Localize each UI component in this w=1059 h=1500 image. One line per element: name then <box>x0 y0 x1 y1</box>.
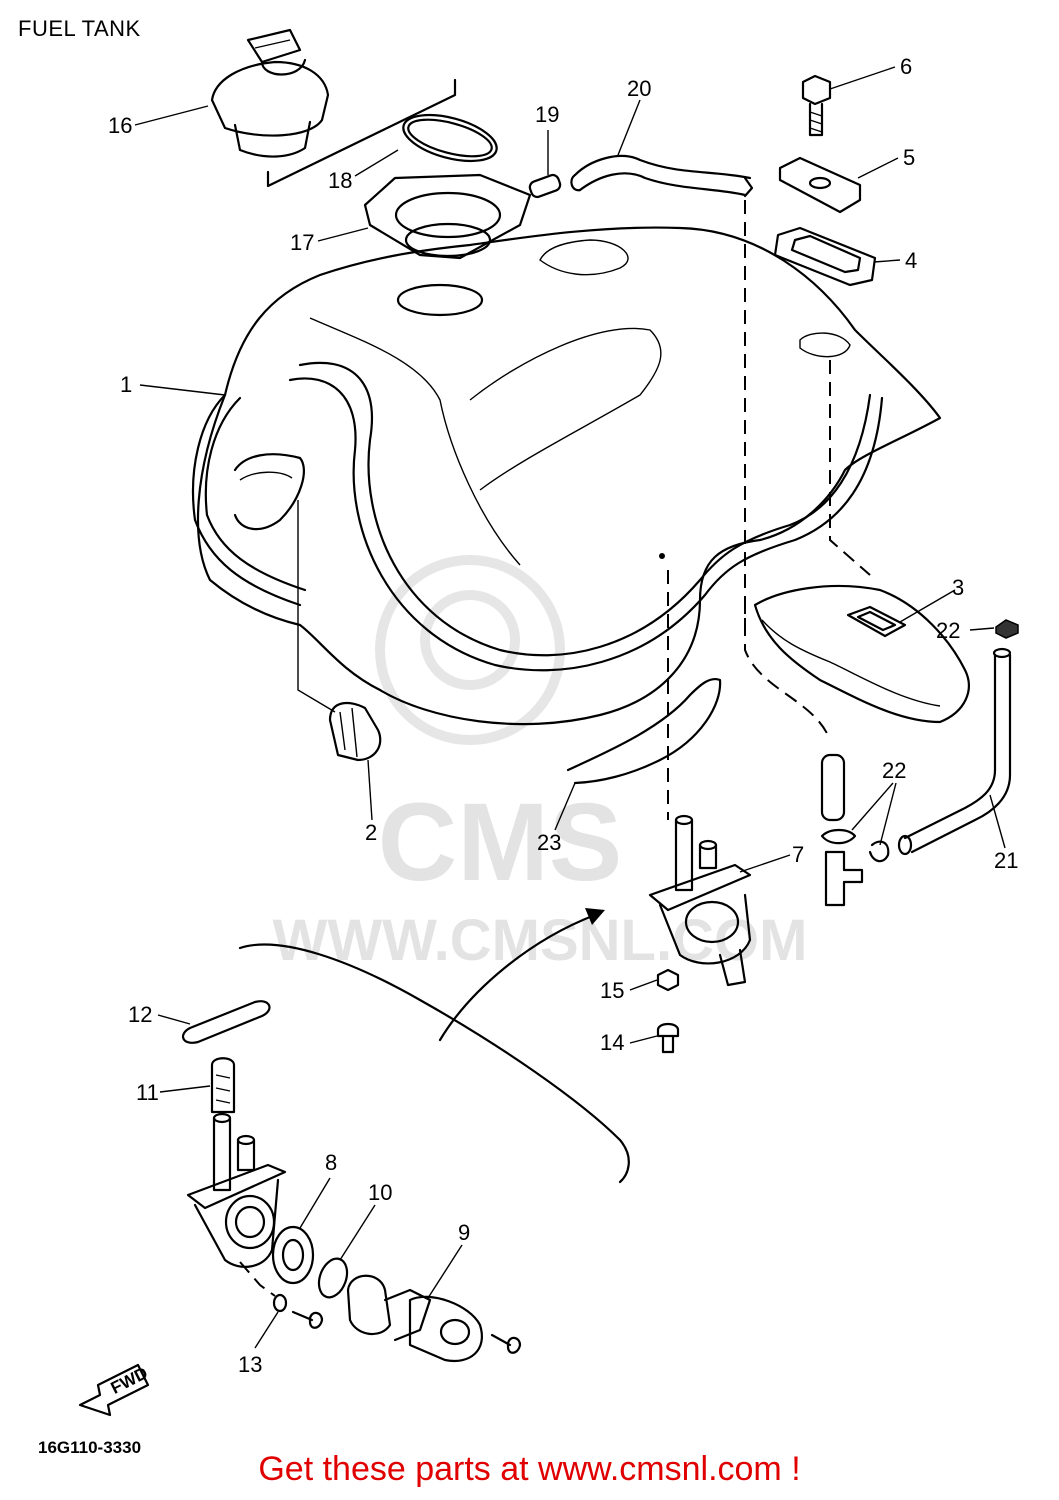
cap-assembly-bracket <box>266 78 457 188</box>
page-title: FUEL TANK <box>18 16 141 41</box>
part-2-damper <box>328 701 382 762</box>
part-7-fuel-cock <box>648 814 752 987</box>
watermark-logo-ring <box>375 555 565 745</box>
callout-19: 19 <box>535 102 559 127</box>
leader-lines <box>134 66 1006 1349</box>
callout-8: 8 <box>325 1150 337 1175</box>
part-16-fuel-cap <box>210 28 330 158</box>
part-6-bolt <box>801 74 832 137</box>
tank-filler-neck <box>396 283 484 317</box>
part-screw-left <box>291 1310 324 1329</box>
watermark-logo-text: CMS <box>378 781 622 904</box>
watermark: CMS WWW.CMSNL.COM <box>273 555 808 973</box>
callout-2: 2 <box>365 820 377 845</box>
detail-pointer-arrow <box>438 913 597 1042</box>
callout-10: 10 <box>368 1180 392 1205</box>
callout-6: 6 <box>900 54 912 79</box>
callout-15: 15 <box>600 978 624 1003</box>
diagram-code: 16G110-3330 <box>38 1438 141 1457</box>
assembly-line-bolt <box>829 360 871 576</box>
part-18-o-ring-inner <box>407 118 493 158</box>
part-23-seal-strip <box>566 677 722 785</box>
part-12-gasket <box>181 1000 271 1044</box>
callout-4: 4 <box>905 248 917 273</box>
callout-12: 12 <box>128 1002 152 1027</box>
fwd-arrow-icon: FWD <box>78 1363 151 1417</box>
part-21-drain-hose <box>897 647 1012 856</box>
callout-13: 13 <box>238 1352 262 1377</box>
assembly-line-hose-lower <box>744 600 831 741</box>
part-14-screw <box>656 1022 680 1054</box>
callout-17: 17 <box>290 230 314 255</box>
part-15-nut <box>656 968 680 992</box>
fuel-cock-detail <box>186 1112 287 1268</box>
callout-20: 20 <box>627 76 651 101</box>
part-8-washer <box>271 1225 315 1285</box>
part-11-filter <box>210 1057 236 1114</box>
part-10-o-ring <box>317 1257 349 1299</box>
part-3-seat-rest <box>753 584 970 724</box>
watermark-logo-face <box>420 590 520 690</box>
assembly-line-damper <box>297 500 336 713</box>
callout-7: 7 <box>792 842 804 867</box>
part-screw-right <box>490 1333 522 1354</box>
callout-3: 3 <box>952 575 964 600</box>
part-22-clips-middle <box>820 753 890 907</box>
part-20-breather-hose <box>573 155 752 180</box>
part-4-grommet <box>773 226 877 287</box>
callout-14: 14 <box>600 1030 624 1055</box>
callout-numbers: 16 18 17 19 20 6 5 4 1 3 22 2 23 7 22 21… <box>108 54 1018 1377</box>
part-5-bracket-plate <box>778 156 862 214</box>
detail-outline-curve <box>238 943 630 1184</box>
part-1-fuel-tank <box>191 226 942 726</box>
part-19-hose-joint <box>528 173 562 199</box>
footer-link-text[interactable]: Get these parts at www.cmsnl.com ! <box>258 1450 801 1488</box>
part-22-clip-top <box>995 619 1019 639</box>
callout-9: 9 <box>458 1220 470 1245</box>
callout-5: 5 <box>903 145 915 170</box>
callout-22-top: 22 <box>936 618 960 643</box>
callout-11: 11 <box>136 1080 159 1105</box>
callout-22-middle: 22 <box>882 758 906 783</box>
callout-21: 21 <box>994 848 1018 873</box>
part-18-o-ring <box>402 113 498 163</box>
part-13-small-o-ring <box>272 1293 288 1313</box>
callout-16: 16 <box>108 113 132 138</box>
callout-23: 23 <box>537 830 561 855</box>
watermark-url: WWW.CMSNL.COM <box>273 908 808 973</box>
part-17-cap-seat <box>363 173 532 260</box>
detail-arrowhead <box>585 908 605 925</box>
part-9-lever <box>346 1274 483 1363</box>
callout-18: 18 <box>328 168 352 193</box>
callout-1: 1 <box>120 372 132 397</box>
